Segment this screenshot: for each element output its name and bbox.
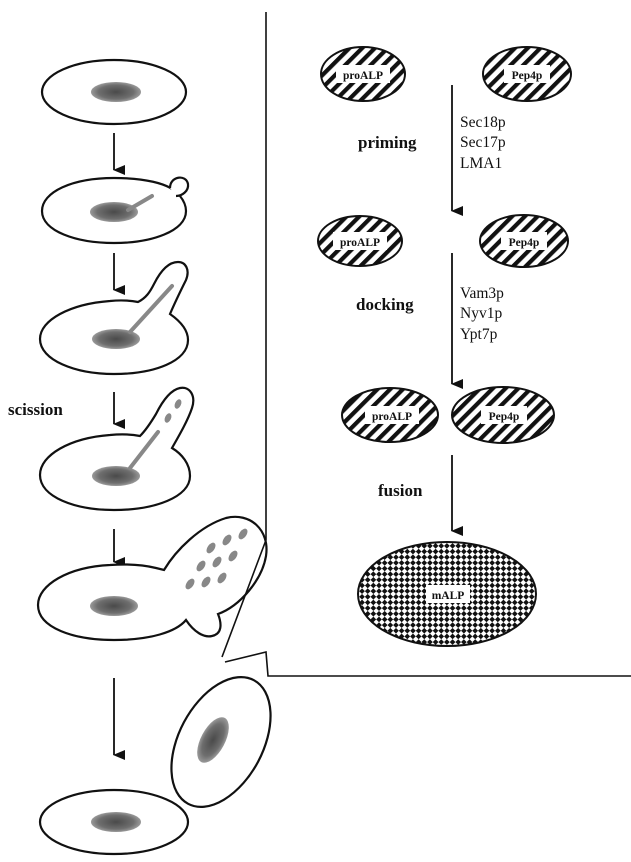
factor-Sec17p: Sec17p: [460, 134, 506, 151]
factor-Nyv1p: Nyv1p: [460, 305, 502, 322]
nucleus: [92, 329, 140, 349]
frame-line-bottom: [225, 652, 631, 676]
factor-LMA1: LMA1: [460, 155, 502, 172]
cell-stage-2: [42, 178, 188, 243]
proALP-label: proALP: [343, 70, 383, 82]
factor-Vam3p: Vam3p: [460, 285, 504, 302]
fusion-label: fusion: [378, 481, 423, 500]
vacuole-row-1: proALP Pep4p: [321, 47, 571, 101]
nucleus: [90, 202, 138, 222]
Pep4p-label: Pep4p: [489, 411, 520, 423]
proALP-label: proALP: [372, 411, 412, 423]
cell-stage-5: [38, 517, 267, 640]
factor-Ypt7p: Ypt7p: [460, 326, 498, 343]
proALP-label: proALP: [340, 237, 380, 249]
scission-label: scission: [8, 400, 63, 419]
left-panel: scission: [8, 60, 291, 854]
vacuole-row-2: proALP Pep4p: [318, 215, 568, 267]
vacuole-fused: mALP: [358, 542, 536, 646]
nucleus: [92, 466, 140, 486]
mother-nucleus: [91, 812, 141, 832]
vacuole-row-3: proALP Pep4p: [342, 387, 554, 443]
mALP-label: mALP: [432, 590, 465, 602]
cell-body: [38, 517, 267, 640]
cell-stage-4: [40, 388, 193, 510]
factor-Sec18p: Sec18p: [460, 114, 506, 131]
cell-stage-1: [42, 60, 186, 124]
nucleus: [90, 596, 138, 616]
cell-stage-6: [40, 660, 291, 854]
nucleus: [91, 82, 141, 102]
docking-label: docking: [356, 295, 414, 314]
Pep4p-label: Pep4p: [509, 237, 540, 249]
priming-label: priming: [358, 133, 417, 152]
right-panel: proALP Pep4p priming Sec18p Sec17p LMA1 …: [318, 47, 571, 646]
Pep4p-label: Pep4p: [512, 70, 543, 82]
cell-body: [40, 388, 193, 510]
